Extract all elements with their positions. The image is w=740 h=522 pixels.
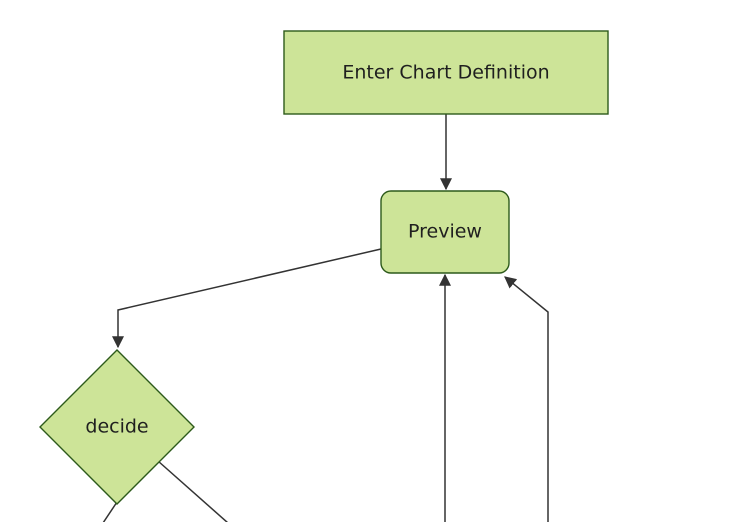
node-group (39, 30, 609, 505)
node-decide-shape (39, 349, 195, 505)
edge-decide-to-bottom-left (102, 501, 118, 522)
edge-decide-to-bottom-right (157, 460, 229, 522)
edge-preview-to-decide (112, 248, 382, 349)
edge-group (102, 114, 549, 522)
node-enter-chart-definition-shape (283, 30, 609, 115)
node-preview-shape (380, 190, 510, 274)
edge-bottom-right-to-preview (504, 276, 549, 522)
